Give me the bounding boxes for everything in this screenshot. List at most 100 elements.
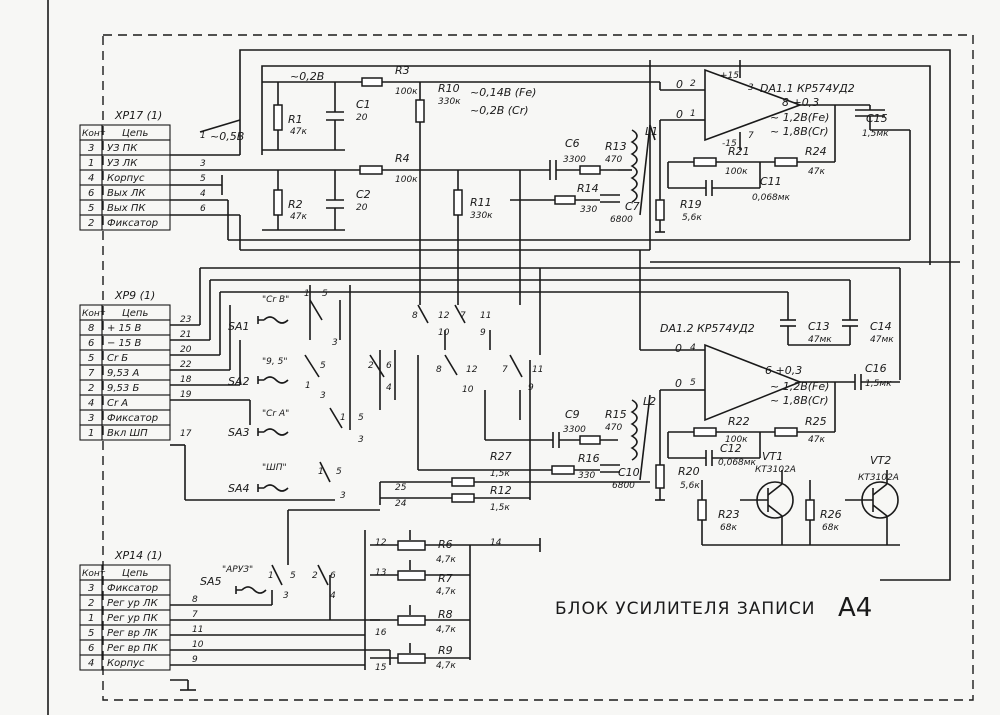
switch-SA5-label: "АРУЗ" [222,565,253,575]
cell-contact: 6 [88,188,94,199]
cell-contact: 5 [88,628,94,639]
svg-text:4: 4 [386,383,392,393]
value-R11: 330к [470,211,493,221]
cell-circuit: Фиксатор [107,218,158,229]
svg-text:12: 12 [375,538,387,548]
value-C9: 3300 [563,425,586,435]
label-R23: R23 [718,508,740,521]
value-R3: 100к [395,87,418,97]
wiring-lower [170,250,900,691]
label-C9: C9 [565,408,580,421]
opamp2-pin4: 4 [690,343,696,353]
label-R14: R14 [577,182,599,195]
cell-contact: 2 [88,218,94,229]
svg-text:8: 8 [436,365,442,375]
cell-contact: 6 [88,338,94,349]
label-R20: R20 [678,465,700,478]
value-C10: 6800 [612,481,635,491]
value-C11: 0,068мк [752,193,791,203]
label-R7: R7 [438,572,453,585]
switch-SA2-label: "9, 5" [262,357,287,367]
value-R1: 47к [290,127,307,137]
svg-text:11: 11 [192,625,203,635]
label-R9: R9 [438,644,453,657]
label-R22: R22 [728,415,750,428]
svg-text:16: 16 [375,628,387,638]
cell-contact: 6 [88,643,94,654]
value-R26: 68к [822,523,839,533]
connector-row: 1 УЗ ЛК [79,154,171,171]
svg-text:17: 17 [180,429,192,439]
cell-circuit: Вкл ШП [107,428,148,439]
connector-row: 8+ 15 В [79,319,171,336]
cell-contact: Конт [82,569,106,579]
value-R25: 47к [808,435,825,445]
block-code: A4 [838,593,872,623]
cell-circuit: Cr Б [107,353,128,364]
label-R2: R2 [288,198,303,211]
component-bodies [273,77,815,664]
svg-text:3: 3 [200,159,206,169]
opamp2-fe: ~ 1,2В(Fe) [770,380,829,393]
switch-SA5: SA5 [200,575,222,588]
value-R7: 4,7к [436,587,456,597]
connector-name: XP14 (1) [114,549,162,562]
component-labels: ~0,2В ~0,5В ~0,14В (Fe) ~0,2В (Cr) R3 10… [180,64,899,673]
svg-text:22: 22 [180,360,192,370]
cell-circuit: Рег вр ПК [107,643,159,654]
opamp1-pin3: 3 [748,83,754,93]
cell-contact: 1 [88,428,94,439]
svg-text:1: 1 [318,467,324,477]
switch-SA1-label: "Cr В" [262,295,289,305]
value-VT1: КТ3102А [755,465,796,475]
value-R12: 1,5к [490,503,510,513]
cell-circuit: Рег ур ЛК [107,598,159,609]
opamp1-out: 8 +0,3 [782,96,819,109]
cell-contact: 1 [88,158,94,169]
svg-text:12: 12 [438,311,450,321]
value-R27: 1,5к [490,469,510,479]
value-R23: 68к [720,523,737,533]
cell-contact: 5 [88,203,94,214]
svg-text:1: 1 [305,381,311,391]
svg-text:10: 10 [192,640,204,650]
label-R1: R1 [288,113,303,126]
label-R16: R16 [578,452,600,465]
svg-text:3: 3 [340,491,346,501]
svg-text:3: 3 [283,591,289,601]
value-R24: 47к [808,167,825,177]
opamp2-pin5: 5 [690,378,696,388]
value-C2: 20 [356,203,368,213]
switch-SA3-label: "Cr А" [262,409,289,419]
cell-contact: 4 [88,658,94,669]
svg-text:5: 5 [320,361,326,371]
svg-text:3: 3 [320,391,326,401]
cell-contact: 3 [88,413,94,424]
block-title: БЛОК УСИЛИТЕЛЯ ЗАПИСИ [555,599,816,619]
cell-contact: 3 [88,583,94,594]
value-R4: 100к [395,175,418,185]
cell-contact: 3 [88,143,94,154]
cell-circuit: Cr А [107,398,128,409]
label-C14: C14 [870,320,892,333]
label-R21: R21 [728,145,750,158]
connector-name: XP9 (1) [114,289,155,302]
svg-text:3: 3 [332,338,338,348]
switch-SA1: SA1 [228,320,250,333]
cell-circuit: УЗ ЛК [107,158,138,169]
cell-contact: 4 [88,398,94,409]
svg-text:5: 5 [200,174,206,184]
opamp2-name: DA1.2 КР574УД2 [660,322,755,335]
cell-circuit: Фиксатор [107,413,158,424]
